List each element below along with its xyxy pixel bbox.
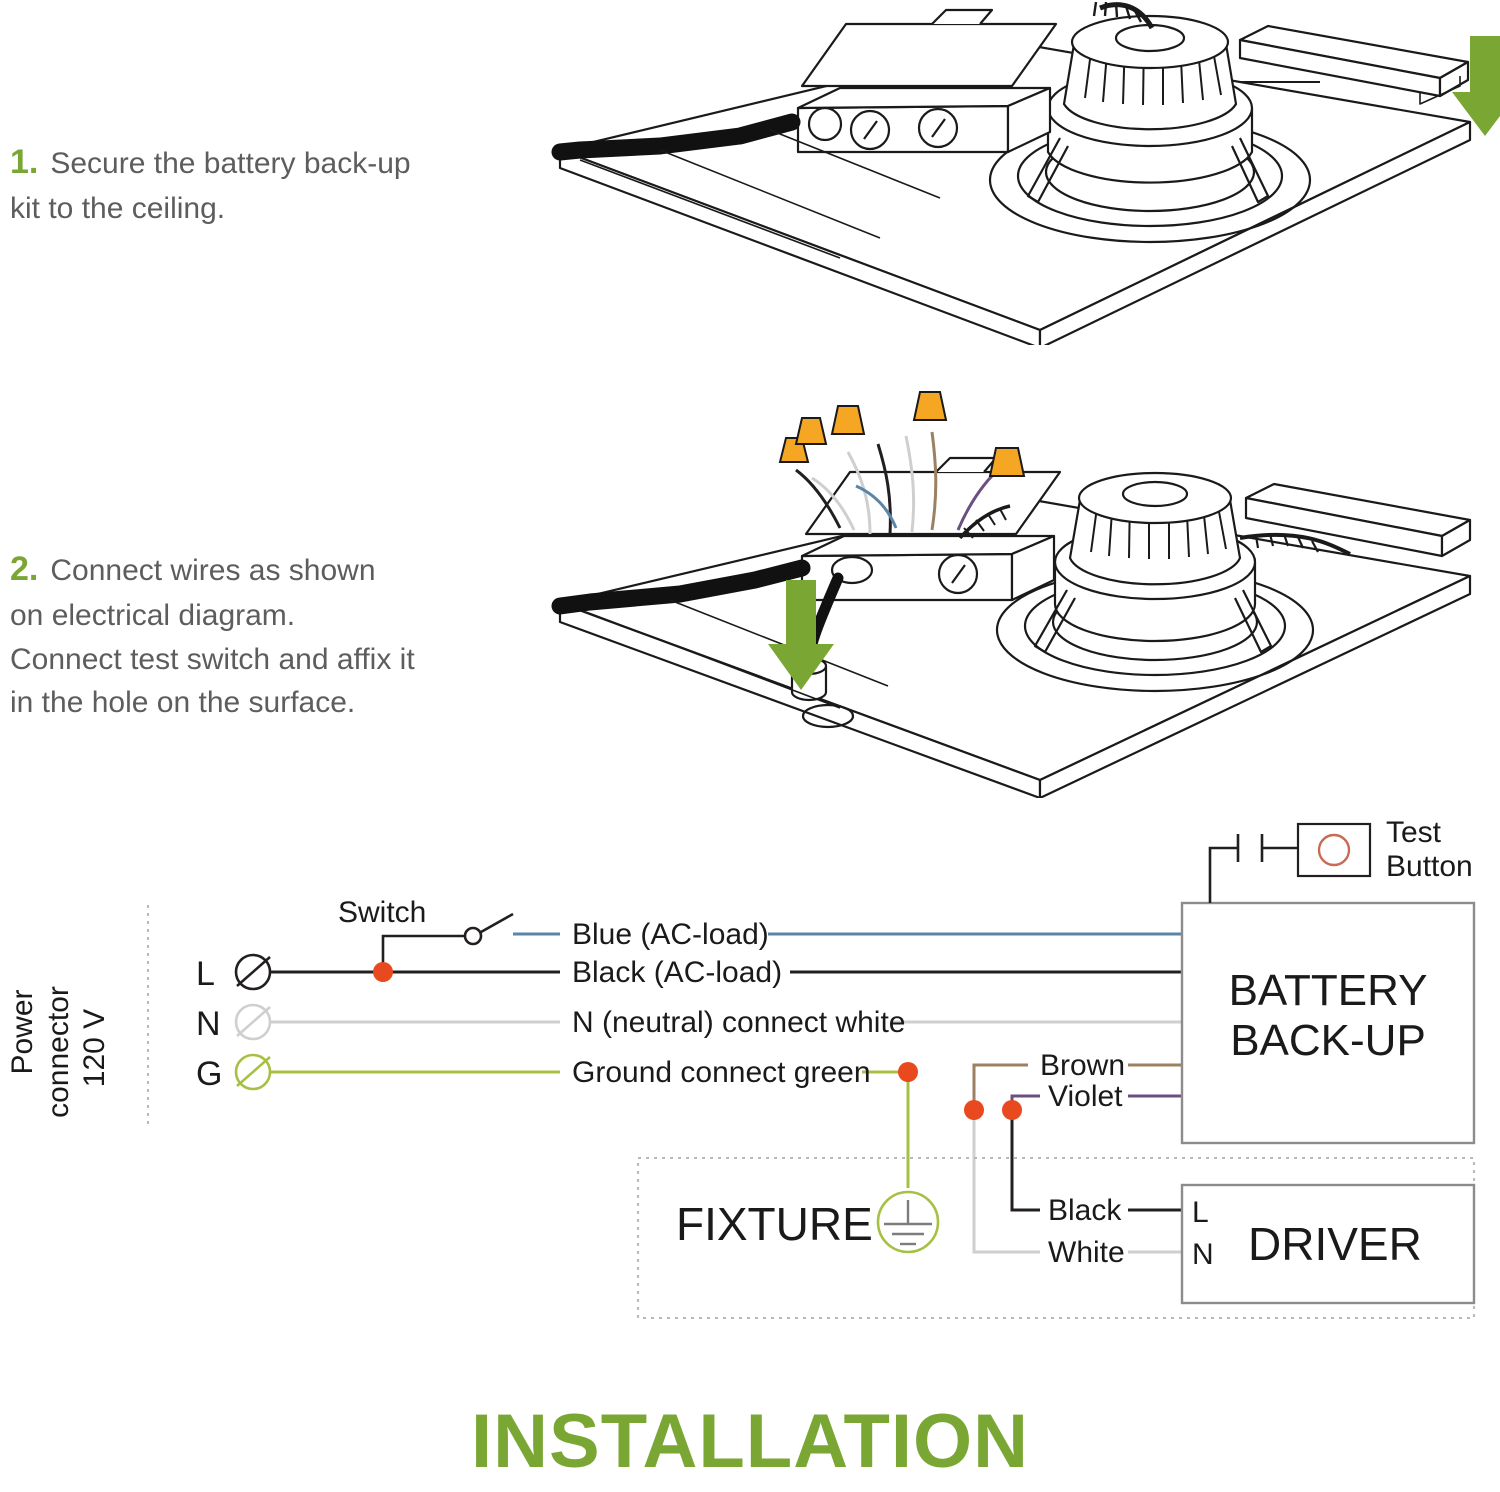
wire-label-ground: Ground connect green: [572, 1056, 871, 1089]
fixture-boundary: [637, 1157, 1475, 1319]
wire-label-brown: Brown: [1040, 1049, 1125, 1082]
illustration-step-1: [551, 1, 1500, 345]
test-button-label-line1: Test: [1386, 816, 1442, 849]
test-button-icon[interactable]: [1317, 833, 1351, 867]
power-connector-label-line1: Power: [6, 989, 39, 1074]
green-arrow-down-step1: [1452, 36, 1500, 136]
terminal-symbol-L: [234, 953, 272, 991]
wire-brown-path: [972, 1063, 1028, 1110]
battery-backup-box: [1180, 901, 1476, 1145]
wire-black-driver-path: [1010, 1110, 1040, 1212]
wire-label-black: Black (AC-load): [572, 956, 782, 989]
illustration-step-2: [551, 391, 1472, 798]
switch-symbol[interactable]: [381, 912, 514, 972]
step-1-number: 1.: [10, 143, 39, 181]
fixture-label: FIXTURE: [676, 1198, 873, 1250]
wire-label-white-driver: White: [1048, 1236, 1125, 1269]
green-arrow-down-step2: [768, 580, 834, 690]
wire-label-neutral: N (neutral) connect white: [572, 1006, 906, 1039]
step-2-instruction: 2. Connect wires as shown on electrical d…: [10, 545, 490, 725]
step-2-line-2: on electrical diagram.: [10, 599, 296, 633]
terminal-symbol-N: [234, 1003, 272, 1041]
step-2-number: 2.: [10, 550, 39, 588]
driver-terminal-L: L: [1192, 1196, 1209, 1229]
power-connector-label-line2: connector: [42, 986, 75, 1118]
terminal-label-L: L: [196, 955, 215, 993]
driver-terminal-N: N: [1192, 1238, 1214, 1271]
driver-box: [1180, 1183, 1476, 1305]
terminal-label-G: G: [196, 1055, 222, 1093]
page-title: INSTALLATION: [471, 1399, 1029, 1484]
terminal-symbol-G: [234, 1053, 272, 1091]
wire-label-blue: Blue (AC-load): [572, 918, 769, 951]
step-2-line-3: Connect test switch and affix it: [10, 642, 415, 676]
terminal-label-N: N: [196, 1005, 221, 1043]
junction-dot-violet-black: [1002, 1100, 1022, 1120]
junction-dot-brown-white: [964, 1100, 984, 1120]
step-2-line-1: Connect wires as shown: [50, 554, 376, 587]
power-connector-voltage: 120 V: [78, 1009, 111, 1087]
step-1-line-1: Secure the battery back-up: [50, 147, 411, 180]
step-1-line-2: kit to the ceiling.: [10, 192, 226, 226]
driver-label: DRIVER: [1248, 1218, 1422, 1270]
switch-label: Switch: [338, 896, 426, 929]
battery-backup-label-line1: BATTERY: [1229, 966, 1428, 1015]
electrical-wiring-diagram: Power connector 120 V L N G: [6, 816, 1476, 1319]
wire-label-black-driver: Black: [1048, 1194, 1122, 1227]
step-2-line-4: in the hole on the surface.: [10, 686, 356, 720]
wire-nut-icons: [778, 391, 1026, 477]
test-button-wiring: [1208, 834, 1298, 903]
junction-dot-switch: [373, 962, 393, 982]
wire-white-path: [972, 1110, 1040, 1254]
wire-label-violet: Violet: [1048, 1080, 1123, 1113]
step-1-instruction: 1. Secure the battery back-up kit to the …: [10, 138, 490, 231]
fixture-ground-symbol: [876, 1190, 940, 1254]
battery-backup-label-line2: BACK-UP: [1230, 1016, 1426, 1065]
junction-dot-ground: [898, 1062, 918, 1082]
test-button-label-line2: Button: [1386, 850, 1473, 883]
